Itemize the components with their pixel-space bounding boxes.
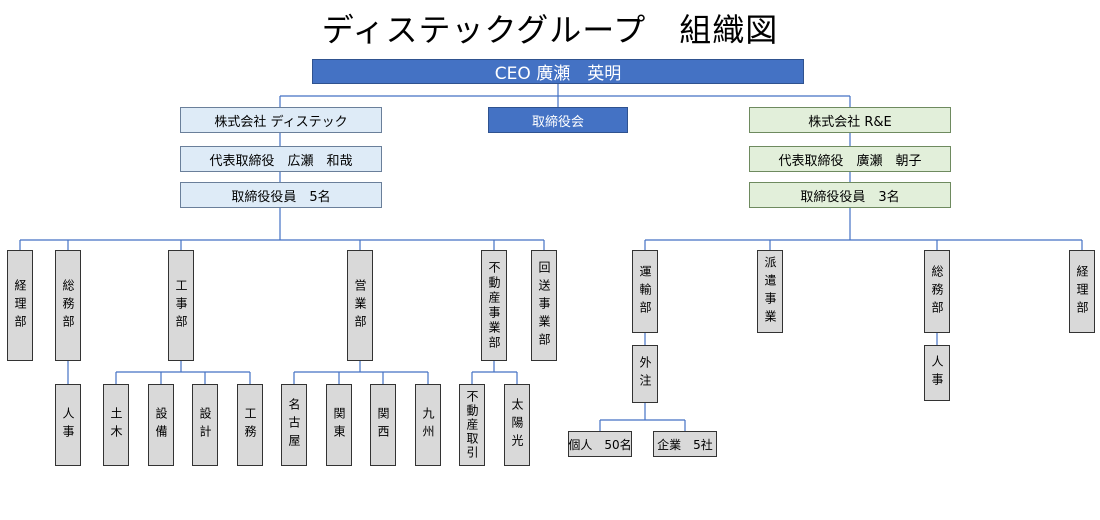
dept-keiri-left: 経理部 <box>7 250 33 361</box>
directors-re: 取締役役員 3名 <box>749 182 951 208</box>
dept-setsubi: 設備 <box>148 384 174 466</box>
dept-kyushu: 九州 <box>415 384 441 466</box>
directors-distech: 取締役役員 5名 <box>180 182 382 208</box>
dept-doboku: 土木 <box>103 384 129 466</box>
dept-koji: 工事部 <box>168 250 194 361</box>
dept-jinji-right: 人事 <box>924 345 950 401</box>
ceo-box: CEO 廣瀬 英明 <box>312 59 804 84</box>
dept-kansai: 関西 <box>370 384 396 466</box>
company-re: 株式会社 R&E <box>749 107 951 133</box>
dept-sekkei: 設計 <box>192 384 218 466</box>
dept-taiyoko: 太陽光 <box>504 384 530 466</box>
dept-fudosan: 不動産事業部 <box>481 250 507 361</box>
board-box: 取締役会 <box>488 107 628 133</box>
dept-haken: 派遣事業 <box>757 250 783 333</box>
dept-nagoya: 名古屋 <box>281 384 307 466</box>
dept-kanto: 関東 <box>326 384 352 466</box>
president-re: 代表取締役 廣瀬 朝子 <box>749 146 951 172</box>
dept-somu-right: 総務部 <box>924 250 950 333</box>
dept-keiri-right: 経理部 <box>1069 250 1095 333</box>
dept-jinji-left: 人事 <box>55 384 81 466</box>
dept-komu: 工務 <box>237 384 263 466</box>
dept-fudosan-torihiki: 不動産取引 <box>459 384 485 466</box>
president-distech: 代表取締役 広瀬 和哉 <box>180 146 382 172</box>
dept-gaichu: 外注 <box>632 345 658 403</box>
dept-eigyo: 営業部 <box>347 250 373 361</box>
dept-somu-left: 総務部 <box>55 250 81 361</box>
dept-kojin: 個人 50名 <box>568 431 632 457</box>
company-distech: 株式会社 ディステック <box>180 107 382 133</box>
dept-kigyo: 企業 5社 <box>653 431 717 457</box>
dept-kaiso: 回送事業部 <box>531 250 557 361</box>
dept-unyu: 運輸部 <box>632 250 658 333</box>
page-title: ディステックグループ 組織図 <box>321 11 779 49</box>
